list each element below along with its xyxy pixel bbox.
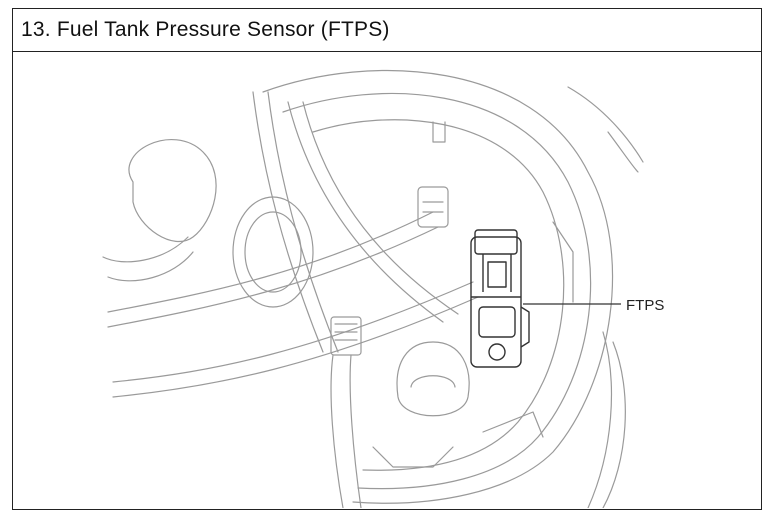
page-title: 13. Fuel Tank Pressure Sensor (FTPS) (21, 18, 390, 41)
pump-module (396, 341, 470, 417)
left-connector (330, 316, 362, 356)
ftps-callout-label: FTPS (626, 297, 664, 314)
hose-ring (232, 196, 314, 308)
fuel-tank-diagram: FTPS (102, 69, 664, 508)
title-bar: 13. Fuel Tank Pressure Sensor (FTPS) (13, 9, 761, 52)
top-connector (417, 186, 449, 228)
tank-rim-arc (312, 119, 565, 471)
tank-outer-arc (262, 69, 614, 504)
ftps-sensor (470, 229, 530, 368)
hose-left (128, 139, 217, 243)
tank-inner-arc (282, 92, 592, 490)
figure-frame: 13. Fuel Tank Pressure Sensor (FTPS) (12, 8, 762, 510)
